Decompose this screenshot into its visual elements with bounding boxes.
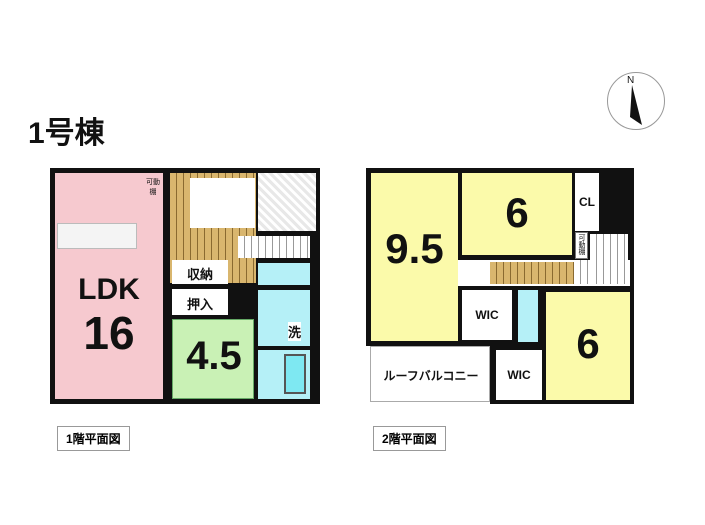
building-title: 1号棟 [28,117,105,150]
floor1-plan: LDK 16 可動棚 収納 押入 4.5 洗 [50,168,320,404]
storage-label: 収納 [186,267,213,282]
movable-shelf-label: 可動棚 [146,179,160,196]
floor1-caption: 1階平面図 [57,426,130,451]
toilet [258,263,310,285]
closet-label: 押入 [186,297,213,312]
bathtub [284,354,306,394]
compass-north-label: N [627,75,635,86]
wic-2: WIC [496,350,542,400]
bathroom [258,350,310,399]
wic1-label: WIC [475,308,499,322]
washitsu-size: 4.5 [186,334,242,378]
closet: 押入 [172,289,228,315]
room2-size: 6 [505,189,529,236]
floor2-caption: 2階平面図 [373,426,446,451]
balcony-label: ルーフバルコニー [383,369,479,383]
floor2-plan: ルーフバルコニー 9.5 6 CL 可動棚 WIC WIC 6 [366,168,634,404]
wic-1: WIC [462,290,512,340]
bedroom-9-5: 9.5 [371,173,458,341]
movable-shelf: 可動棚 [575,232,588,259]
wic2-label: WIC [507,368,531,382]
ldk-label: LDK [78,273,140,306]
room1-size: 9.5 [385,225,444,272]
balcony: ルーフバルコニー [370,346,490,402]
compass: N [607,72,665,130]
bedroom-6-south: 6 [546,292,630,400]
storage: 収納 [172,260,228,284]
ldk-room: LDK 16 可動棚 [55,173,163,399]
washroom: 洗 [258,290,310,346]
stairs-lower [574,260,590,284]
stairs [238,236,310,258]
bedroom-6-north: 6 [462,173,572,255]
room3-size: 6 [576,320,600,367]
entrance-tile [258,173,316,231]
ldk-size: 16 [83,307,135,359]
stairs-wood [490,262,574,284]
cl-label: CL [579,195,595,209]
wash-label: 洗 [288,322,302,341]
washitsu: 4.5 [172,319,254,399]
stairs [590,234,628,284]
toilet-2 [518,290,538,342]
kitchen-counter [57,223,137,249]
north-arrow-icon [630,85,642,125]
movable-shelf-label-2: 可動棚 [578,234,585,255]
cl: CL [575,173,599,231]
